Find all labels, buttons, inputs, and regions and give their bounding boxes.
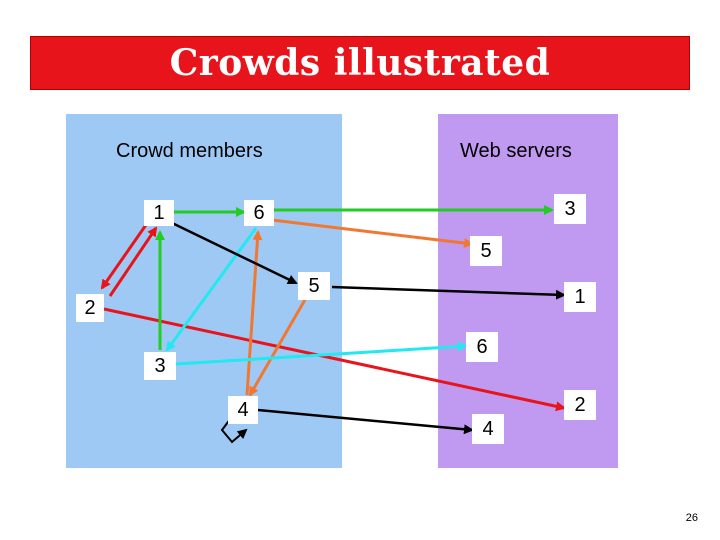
server-node-5: 5	[470, 236, 502, 266]
server-node-6: 6	[466, 332, 498, 362]
server-node-5-label: 5	[480, 240, 491, 262]
crowd-node-5-label: 5	[308, 275, 319, 297]
server-node-6-label: 6	[476, 336, 487, 358]
arrow-4-to-server-4-black	[257, 408, 474, 435]
arrow-3-to-server-6-cyan	[175, 341, 468, 366]
arrow-1-to-5-black	[169, 220, 298, 285]
page-number: 26	[685, 512, 698, 524]
arrow-2-to-1-red	[108, 226, 158, 297]
crowd-node-6: 6	[244, 200, 274, 226]
crowd-members-label: Crowd members	[116, 140, 263, 162]
server-node-4-label: 4	[482, 418, 493, 440]
server-node-3-label: 3	[564, 198, 575, 220]
server-node-3: 3	[554, 194, 586, 224]
web-servers-label: Web servers	[460, 140, 572, 162]
arrow-6-to-server-5-orange	[271, 218, 474, 249]
server-node-1: 1	[564, 282, 596, 312]
crowd-node-6-label: 6	[253, 202, 264, 224]
arrow-4-to-6-orange	[245, 230, 263, 396]
crowd-node-4-label: 4	[237, 399, 248, 421]
crowd-node-2-label: 2	[84, 297, 95, 319]
crowd-node-2: 2	[76, 294, 104, 322]
arrow-5-to-4-orange	[248, 297, 308, 397]
page-title: Crowds illustrated	[169, 42, 551, 84]
crowd-node-4: 4	[228, 396, 258, 424]
arrow-5-to-server-1-black	[331, 285, 566, 300]
arrow-1-to-2-red	[100, 221, 150, 290]
server-node-4: 4	[472, 414, 504, 444]
title-bar: Crowds illustrated	[30, 36, 690, 90]
crowd-node-3-label: 3	[154, 355, 165, 377]
server-node-2: 2	[564, 390, 596, 420]
crowd-node-1: 1	[144, 200, 174, 226]
arrow-6-to-3-cyan	[165, 227, 258, 352]
arrow-2-to-server-2-red	[103, 307, 566, 412]
crowd-node-3: 3	[144, 352, 176, 380]
crowd-node-1-label: 1	[153, 202, 164, 224]
crowd-node-5: 5	[298, 272, 330, 300]
server-node-2-label: 2	[574, 394, 585, 416]
server-node-1-label: 1	[574, 286, 585, 308]
